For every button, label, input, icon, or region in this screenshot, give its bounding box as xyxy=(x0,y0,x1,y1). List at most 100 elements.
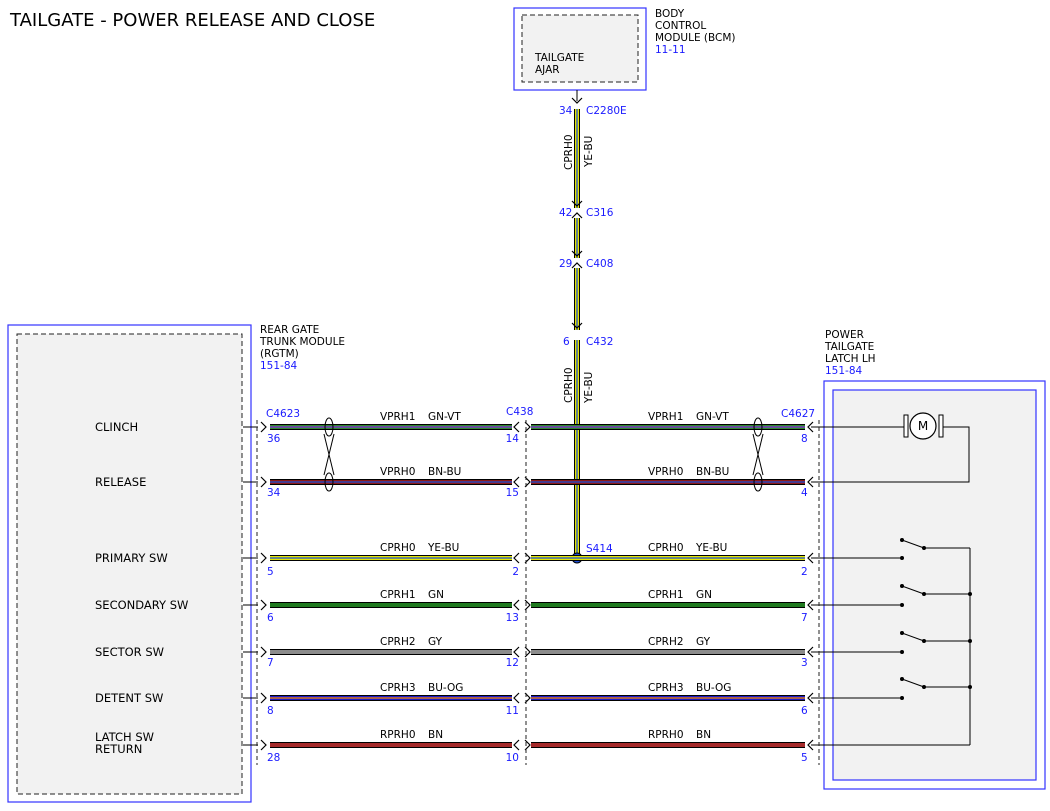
wire-circuit-left: VPRH1 xyxy=(380,411,415,423)
pin-left: 36 xyxy=(267,433,281,445)
connector-mid-name: C438 xyxy=(506,406,533,418)
connector-chevron-left xyxy=(260,476,267,488)
pin-left: 5 xyxy=(267,566,274,578)
pin-left: 28 xyxy=(267,752,280,764)
vconn-pin-c408: 29 xyxy=(559,258,572,270)
wire-color-left: BN xyxy=(428,729,443,741)
wire-circuit-right: CPRH2 xyxy=(648,636,684,648)
connector-chevron-left xyxy=(260,692,267,704)
connector-chevron-mid-a xyxy=(513,552,520,564)
wire-circuit-left: CPRH3 xyxy=(380,682,416,694)
pin-left: 34 xyxy=(267,487,281,499)
vconn-arrow-c316-b xyxy=(571,212,583,219)
connector-chevron-right xyxy=(807,739,814,751)
pin-left: 7 xyxy=(267,657,274,669)
connector-chevron-mid-b xyxy=(524,692,531,704)
twist-line-left-b xyxy=(323,433,335,476)
wire-circuit-right: VPRH1 xyxy=(648,411,683,423)
vconn-name-c432: C432 xyxy=(586,336,613,348)
pin-right: 7 xyxy=(801,612,808,624)
switch-blade xyxy=(901,539,925,549)
connector-chevron-right xyxy=(807,692,814,704)
latch-name-line-3: LATCH LH xyxy=(825,353,876,365)
vconn-arrow-c316-a xyxy=(571,200,583,207)
signal-label: RELEASE xyxy=(95,475,146,489)
vertical-harness-labels: 34 C2280E 42 C316 29 C408 6 C432 CPRH0 Y… xyxy=(559,105,627,555)
signal-label: CLINCH xyxy=(95,420,138,434)
motor-lead-right xyxy=(817,426,970,483)
wire-circuit-right: CPRH0 xyxy=(648,542,684,554)
connector-chevron-left xyxy=(260,599,267,611)
connector-chevron-mid-a xyxy=(513,739,520,751)
connector-chevron-right xyxy=(807,552,814,564)
pin-mid: 14 xyxy=(506,433,520,445)
wire-circuit-left: CPRH1 xyxy=(380,589,416,601)
twist-loop-left-bottom xyxy=(324,472,334,492)
connector-chevron-mid-b xyxy=(524,739,531,751)
vwire-lower-color: YE-BU xyxy=(583,372,595,404)
wire-color-left: BU-OG xyxy=(428,682,463,694)
wire-circuit-right: CPRH1 xyxy=(648,589,684,601)
motor-brush-left xyxy=(903,414,909,438)
latch-switch xyxy=(833,538,970,560)
latch-switches xyxy=(833,538,972,746)
latch-name-line-1: POWER xyxy=(825,329,864,341)
bcm-dashed-box xyxy=(521,14,639,83)
wire-color-right: YE-BU xyxy=(695,542,727,554)
connector-chevron-mid-b xyxy=(524,646,531,658)
connector-chevron-mid-a xyxy=(513,646,520,658)
vconn-name-c2280e: C2280E xyxy=(586,105,627,117)
wire-circuit-left: CPRH0 xyxy=(380,542,416,554)
connector-chevron-mid-a xyxy=(513,421,520,433)
connector-chevron-left xyxy=(260,552,267,564)
vconn-arrow-c408-a xyxy=(571,250,583,257)
wire-color-left: GN xyxy=(428,589,444,601)
vconn-arrow-bcm xyxy=(571,97,583,104)
twist-loop-left-top xyxy=(324,417,334,437)
pin-right: 2 xyxy=(801,566,808,578)
diagram-title: TAILGATE - POWER RELEASE AND CLOSE xyxy=(9,10,375,31)
wire-color-right: GN-VT xyxy=(696,411,729,423)
twist-loop-right-bottom xyxy=(753,472,763,492)
pin-left: 6 xyxy=(267,612,274,624)
vwire-lower-circuit: CPRH0 xyxy=(563,367,575,403)
motor-label: M xyxy=(918,419,928,433)
signal-label: RETURN xyxy=(95,742,142,756)
latch-switch xyxy=(833,584,972,607)
latch-name-line-2: TAILGATE xyxy=(824,341,874,353)
vconn-name-c316: C316 xyxy=(586,207,614,219)
bcm-outline xyxy=(513,7,647,91)
connector-chevron-mid-a xyxy=(513,599,520,611)
signal-label: SECTOR SW xyxy=(95,645,164,659)
rgtm-dashed-box xyxy=(16,333,243,795)
bcm-inner-line-1: TAILGATE xyxy=(534,52,584,64)
connector-chevron-right xyxy=(807,476,814,488)
twisted-pair-right xyxy=(752,417,764,492)
wire-circuit-left: CPRH2 xyxy=(380,636,416,648)
latch-ref: 151-84 xyxy=(825,365,863,377)
latch-switch xyxy=(833,631,972,654)
bcm-inner-line-2: AJAR xyxy=(535,64,560,76)
pin-mid: 12 xyxy=(506,657,519,669)
connector-chevron-right xyxy=(807,599,814,611)
wire-color-right: GY xyxy=(696,636,711,648)
switch-contact-a xyxy=(900,556,904,560)
connector-chevron-left xyxy=(260,421,267,433)
rgtm-name-line-2: TRUNK MODULE xyxy=(259,336,345,348)
twist-loop-right-top xyxy=(753,417,763,437)
connector-chevron-mid-b xyxy=(524,552,531,564)
vwire-upper-circuit: CPRH0 xyxy=(563,134,575,170)
connector-chevron-mid-b xyxy=(524,476,531,488)
switch-blade xyxy=(901,585,925,595)
connector-chevron-right xyxy=(807,421,814,433)
wire-color-right: BU-OG xyxy=(696,682,731,694)
wire-color-left: GN-VT xyxy=(428,411,461,423)
connector-left-name: C4623 xyxy=(266,408,300,420)
